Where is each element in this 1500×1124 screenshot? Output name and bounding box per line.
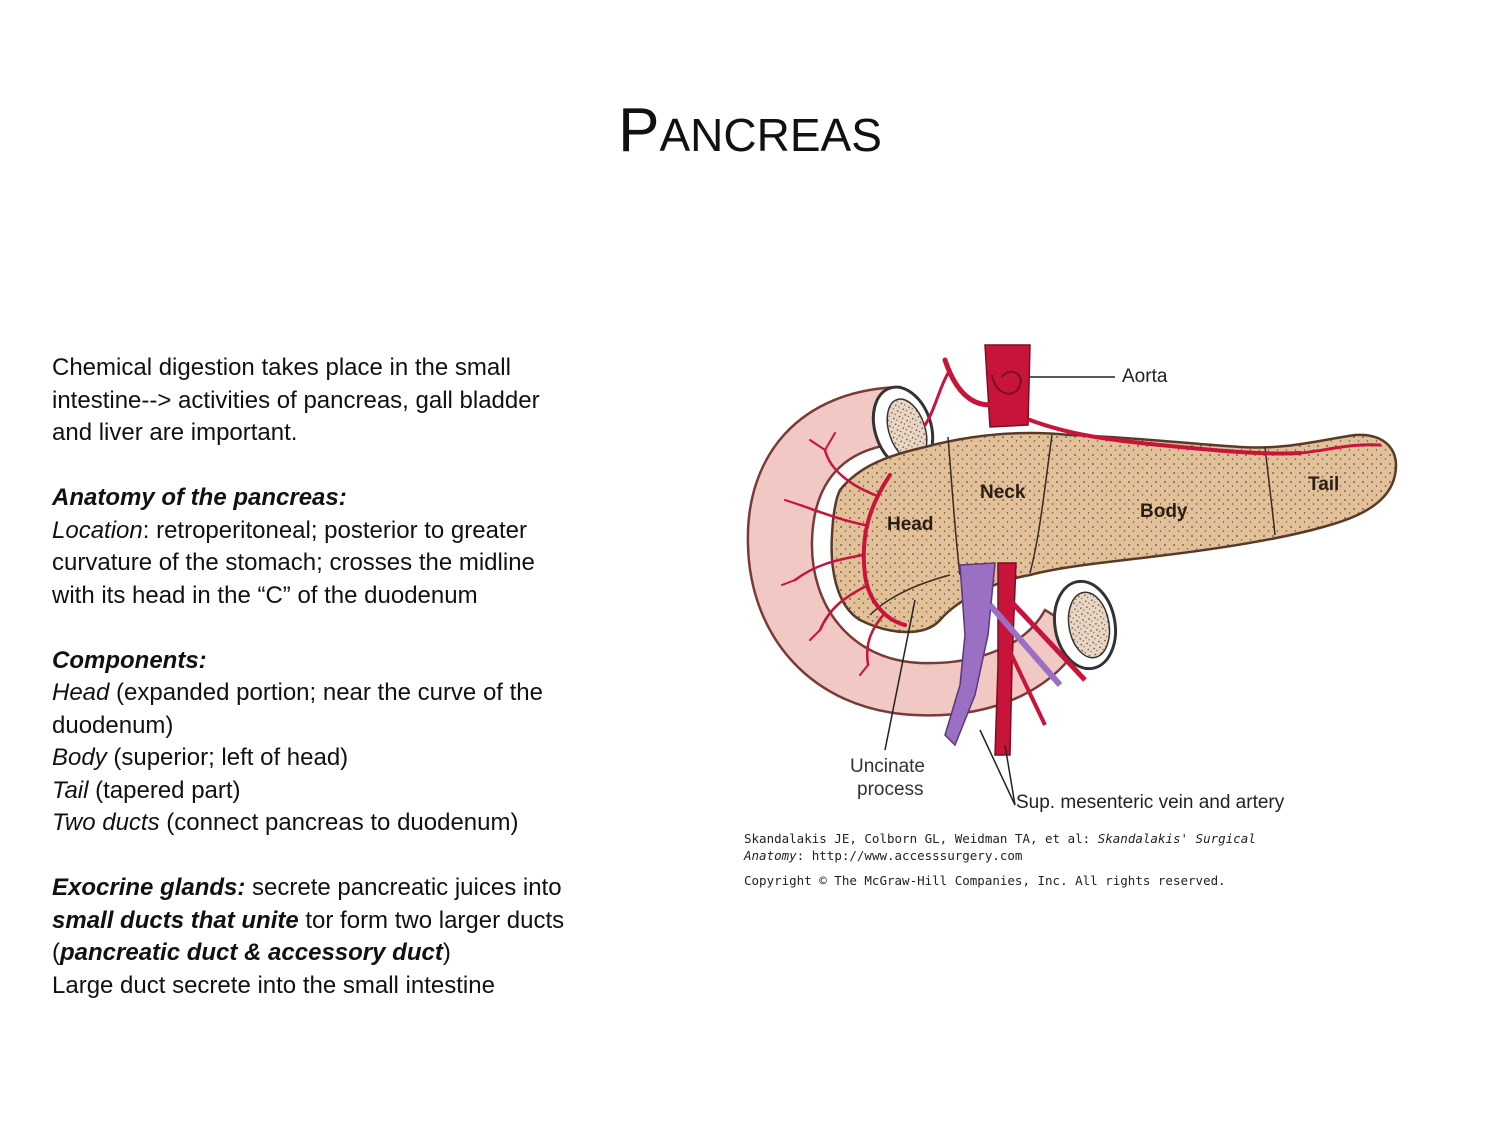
head-label: Head bbox=[52, 679, 110, 706]
body-label: Body bbox=[52, 744, 107, 771]
pancreas-figure: Aorta Neck Head Body Tail Uncinate proce… bbox=[740, 335, 1405, 900]
ducts-label: Two ducts bbox=[52, 809, 160, 836]
uncinate-label: process bbox=[857, 779, 924, 800]
location-label: Location bbox=[52, 516, 143, 544]
components-heading: Components: bbox=[52, 646, 207, 674]
uncinate-leader bbox=[884, 599, 916, 751]
component-ducts: Two ducts (connect pancreas to duodenum) bbox=[52, 807, 672, 840]
intro-line: and liver are important. bbox=[52, 419, 298, 446]
exocrine-heading: Exocrine glands: bbox=[52, 874, 246, 901]
component-body: Body (superior; left of head) bbox=[52, 742, 672, 775]
citation-authors: Skandalakis JE, Colborn GL, Weidman TA, … bbox=[744, 831, 1098, 846]
exocrine-bold: pancreatic duct & accessory duct bbox=[60, 939, 443, 966]
copyright-line: Copyright © The McGraw-Hill Companies, I… bbox=[744, 873, 1226, 888]
sup-mesenteric-artery bbox=[994, 562, 1017, 756]
body-text: (superior; left of head) bbox=[106, 744, 349, 771]
text-column: Chemical digestion takes place in the sm… bbox=[52, 352, 672, 1002]
sma-label: Sup. mesenteric vein and artery bbox=[1016, 792, 1285, 813]
tail-divider bbox=[1264, 446, 1276, 536]
exocrine-text: tor form two larger ducts bbox=[298, 906, 565, 934]
citation-title: Skandalakis' Surgical bbox=[1097, 831, 1256, 846]
component-head-cont: duodenum) bbox=[52, 711, 174, 739]
neck-divider bbox=[947, 436, 961, 576]
close-paren: ) bbox=[442, 939, 451, 966]
location-line: Location: retroperitoneal; posterior to … bbox=[52, 515, 672, 548]
citation-title: Anatomy bbox=[744, 848, 797, 863]
intro-line: Chemical digestion takes place in the sm… bbox=[52, 354, 511, 381]
body-label: Body bbox=[1140, 501, 1188, 522]
slide-title: PANCREAS bbox=[618, 95, 882, 165]
location-text: : retroperitoneal; posterior to greater bbox=[142, 516, 527, 544]
aorta bbox=[984, 344, 1031, 428]
body-divider bbox=[1029, 434, 1053, 574]
head-text: (expanded portion; near the curve of the bbox=[109, 679, 543, 706]
ducts-text: (connect pancreas to duodenum) bbox=[159, 809, 519, 836]
component-tail: Tail (tapered part) bbox=[52, 775, 672, 808]
arteries bbox=[781, 357, 1382, 676]
citation-url: : http://www.accesssurgery.com bbox=[796, 848, 1023, 863]
tail-text: (tapered part) bbox=[88, 776, 241, 804]
exocrine-line: Exocrine glands: secrete pancreatic juic… bbox=[52, 872, 672, 905]
uncinate-divider bbox=[869, 574, 951, 616]
exocrine-line: (pancreatic duct & accessory duct) bbox=[52, 937, 672, 970]
exocrine-bold: small ducts that unite bbox=[52, 906, 299, 934]
sup-mesenteric-vein bbox=[944, 562, 996, 747]
citation-line: Skandalakis JE, Colborn GL, Weidman TA, … bbox=[744, 830, 1384, 847]
exocrine-text: secrete pancreatic juices into bbox=[245, 874, 562, 901]
citation-line: Anatomy: http://www.accesssurgery.com bbox=[744, 847, 1384, 864]
aorta-label: Aorta bbox=[1122, 366, 1168, 387]
location-line: curvature of the stomach; crosses the mi… bbox=[52, 549, 535, 576]
figure-citation: Skandalakis JE, Colborn GL, Weidman TA, … bbox=[744, 830, 1384, 889]
head-label: Head bbox=[887, 514, 933, 535]
tail-label: Tail bbox=[1308, 474, 1339, 495]
tail-label: Tail bbox=[52, 776, 89, 804]
intro-line: intestine--> activities of pancreas, gal… bbox=[52, 386, 540, 414]
location-line: with its head in the “C” of the duodenum bbox=[52, 581, 478, 609]
component-head: Head (expanded portion; near the curve o… bbox=[52, 677, 672, 710]
open-paren: ( bbox=[52, 939, 60, 966]
anatomy-heading: Anatomy of the pancreas: bbox=[52, 484, 347, 511]
sma-leader bbox=[979, 729, 1016, 806]
exocrine-line: Large duct secrete into the small intest… bbox=[52, 971, 495, 999]
uncinate-label: Uncinate bbox=[850, 756, 925, 777]
pancreas-diagram: Aorta Neck Head Body Tail Uncinate proce… bbox=[746, 344, 1398, 813]
neck-label: Neck bbox=[980, 482, 1026, 503]
exocrine-line: small ducts that unite tor form two larg… bbox=[52, 905, 672, 938]
